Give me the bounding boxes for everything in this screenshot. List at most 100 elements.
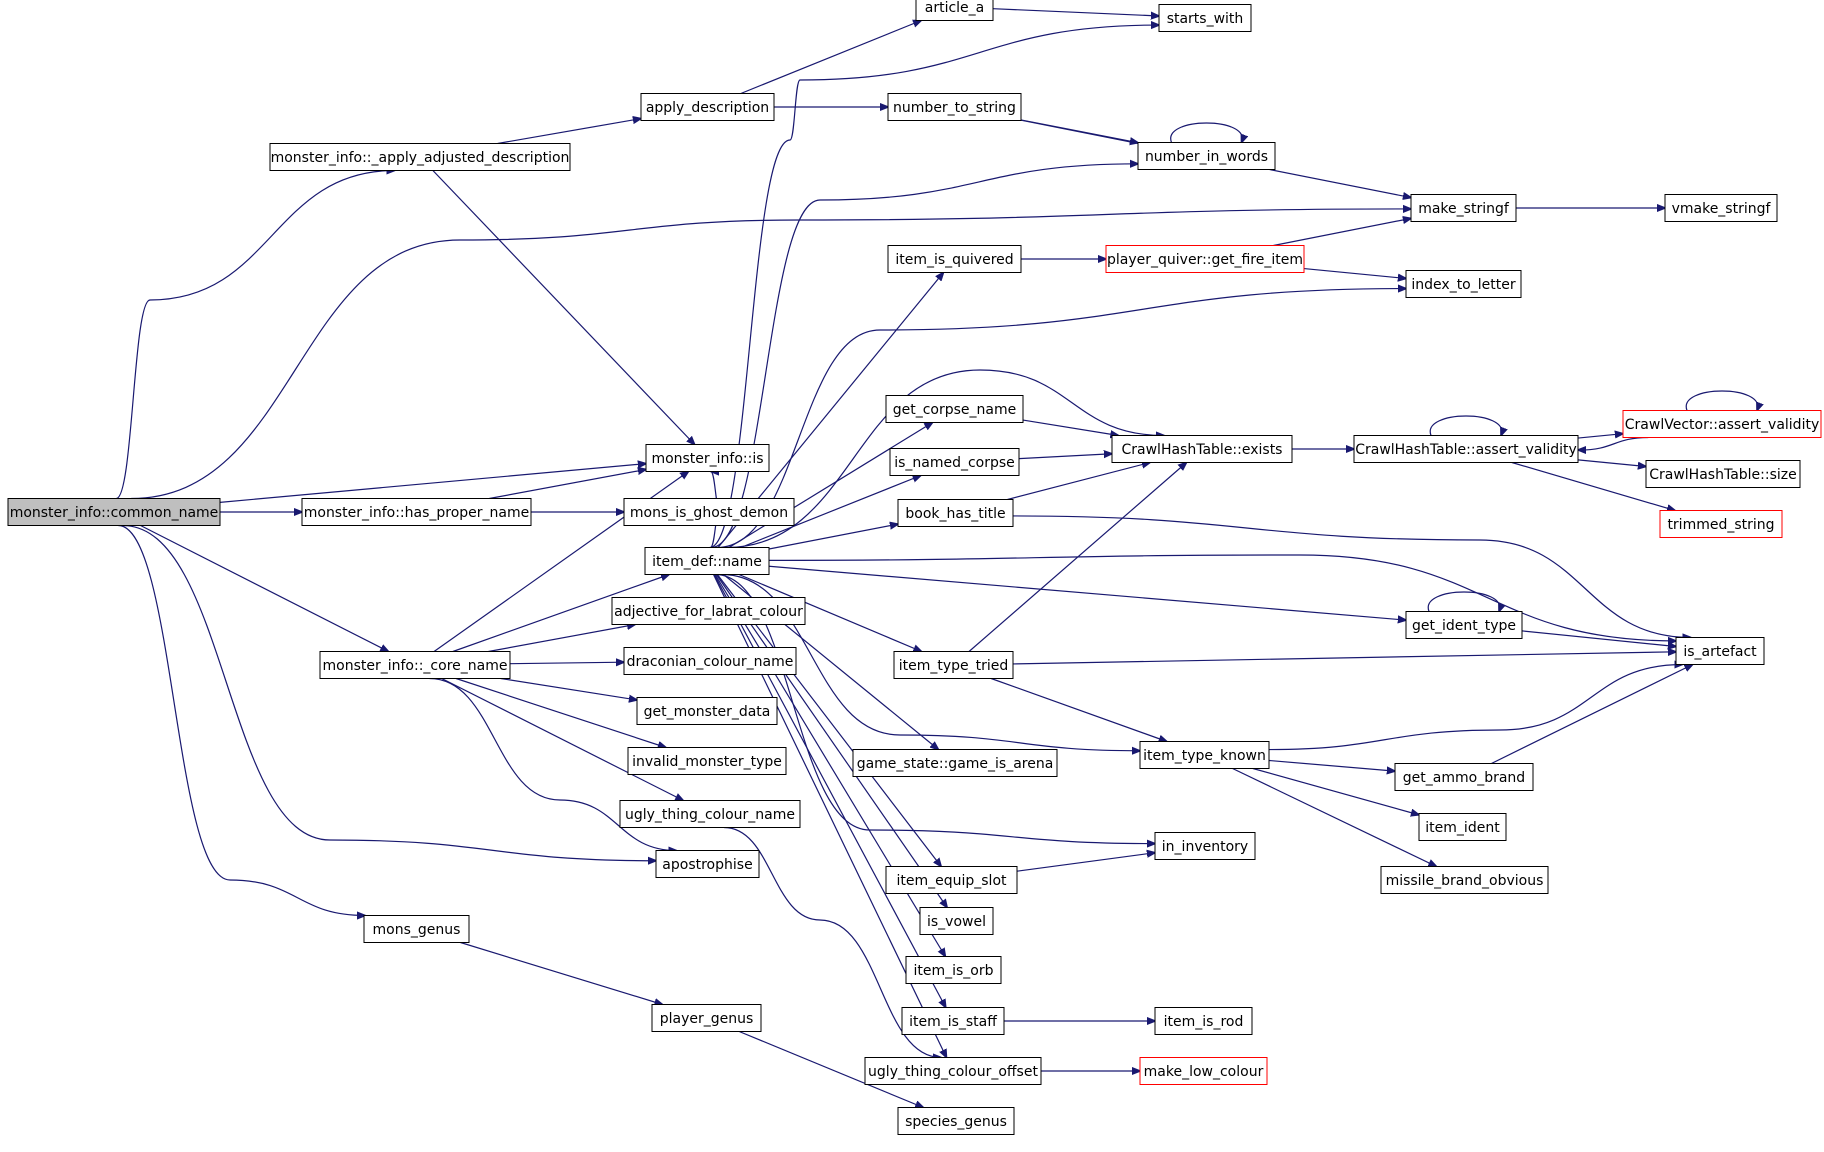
node-has_proper_name[interactable]: monster_info::has_proper_name bbox=[301, 498, 532, 526]
edge-cht_assert-to-cht_size-line bbox=[1577, 459, 1646, 467]
edge-core_name-to-invalid_mt bbox=[455, 677, 666, 748]
node-get_monster_data[interactable]: get_monster_data bbox=[636, 697, 778, 725]
node-cht_exists-label: CrawlHashTable::exists bbox=[1122, 442, 1283, 458]
edge-item_def_name-to-index_to_letter bbox=[717, 289, 1406, 549]
node-is_artefact[interactable]: is_artefact bbox=[1675, 637, 1765, 665]
node-cht_size-box bbox=[1645, 460, 1801, 488]
node-ugly_name-label: ugly_thing_colour_name bbox=[625, 807, 795, 823]
node-core_name-label: monster_info::_core_name bbox=[323, 658, 508, 674]
node-cht_size[interactable]: CrawlHashTable::size bbox=[1645, 460, 1801, 488]
node-book_has_title[interactable]: book_has_title bbox=[897, 499, 1014, 527]
node-number_in_words[interactable]: number_in_words bbox=[1137, 142, 1276, 170]
edge-item_equip_slot-to-in_inventory bbox=[1016, 853, 1155, 872]
node-game_is_arena-label: game_state::game_is_arena bbox=[857, 756, 1054, 772]
edge-book_has_title-to-cht_exists-line bbox=[1007, 463, 1150, 501]
node-player_genus-box bbox=[651, 1004, 762, 1032]
node-vmake_stringf[interactable]: vmake_stringf bbox=[1664, 194, 1778, 222]
node-get_ammo_brand[interactable]: get_ammo_brand bbox=[1394, 763, 1534, 791]
node-get_corpse_name[interactable]: get_corpse_name bbox=[885, 395, 1024, 423]
node-invalid_mt-box bbox=[627, 747, 787, 775]
edge-item_def_name-to-item_is_staff-line bbox=[713, 574, 946, 1008]
node-item_ident-box bbox=[1418, 813, 1507, 841]
edge-core_name-to-get_monster_data bbox=[500, 677, 637, 700]
edge-apply_description-to-article_a-line bbox=[740, 21, 921, 95]
node-starts_with[interactable]: starts_with bbox=[1158, 4, 1252, 32]
node-item_is_quivered[interactable]: item_is_quivered bbox=[887, 245, 1022, 273]
node-invalid_mt[interactable]: invalid_monster_type bbox=[627, 747, 787, 775]
edge-item_def_name-to-number_in_words bbox=[711, 164, 1138, 549]
edge-item_def_name-to-is_vowel bbox=[715, 574, 947, 908]
edge-get_ident_type-to-get_ident_type bbox=[1427, 591, 1500, 612]
node-player_genus[interactable]: player_genus bbox=[651, 1004, 762, 1032]
node-item_equip_slot[interactable]: item_equip_slot bbox=[885, 866, 1018, 894]
node-is_vowel[interactable]: is_vowel bbox=[919, 907, 994, 935]
node-item_is_orb[interactable]: item_is_orb bbox=[905, 956, 1002, 984]
node-make_low_colour-box bbox=[1139, 1057, 1268, 1085]
node-item_is_rod[interactable]: item_is_rod bbox=[1154, 1007, 1253, 1035]
node-apply_adjusted[interactable]: monster_info::_apply_adjusted_descriptio… bbox=[269, 143, 571, 171]
node-apostrophise-label: apostrophise bbox=[662, 857, 752, 873]
edge-get_ident_type-to-get_ident_type-line bbox=[1427, 591, 1500, 612]
edge-item_def_name-to-cht_exists-line bbox=[726, 369, 1164, 549]
edge-common_name-to-apply_adjusted bbox=[115, 171, 394, 500]
node-cht_size-label: CrawlHashTable::size bbox=[1649, 467, 1797, 483]
node-mi_is-label: monster_info::is bbox=[651, 451, 763, 467]
node-mi_is[interactable]: monster_info::is bbox=[645, 444, 770, 472]
node-item_type_tried[interactable]: item_type_tried bbox=[893, 651, 1014, 679]
node-draconian[interactable]: draconian_colour_name bbox=[623, 647, 797, 675]
node-cv_assert[interactable]: CrawlVector::assert_validity bbox=[1622, 410, 1822, 438]
node-article_a[interactable]: article_a bbox=[915, 0, 994, 21]
node-cht_assert-label: CrawlHashTable::assert_validity bbox=[1355, 442, 1577, 458]
node-item_ident[interactable]: item_ident bbox=[1418, 813, 1507, 841]
edge-item_type_known-to-is_artefact-line bbox=[1268, 665, 1682, 751]
node-number_to_string[interactable]: number_to_string bbox=[887, 93, 1022, 121]
edge-item_def_name-to-is_vowel-line bbox=[715, 574, 947, 908]
graph-edges bbox=[115, 8, 1757, 1108]
node-get_ident_type[interactable]: get_ident_type bbox=[1405, 611, 1523, 639]
edge-item_def_name-to-starts_with-line bbox=[709, 25, 1159, 549]
edge-core_name-to-invalid_mt-line bbox=[455, 677, 666, 748]
node-mons_genus[interactable]: mons_genus bbox=[363, 915, 470, 943]
node-is_vowel-label: is_vowel bbox=[927, 914, 986, 930]
node-item_def_name[interactable]: item_def::name bbox=[644, 547, 770, 575]
node-core_name[interactable]: monster_info::_core_name bbox=[319, 651, 511, 679]
node-missile_brand[interactable]: missile_brand_obvious bbox=[1380, 866, 1549, 894]
edge-apply_adjusted-to-apply_description bbox=[497, 119, 641, 145]
edge-item_def_name-to-get_ident_type-line bbox=[768, 565, 1406, 620]
node-is_named_corpse[interactable]: is_named_corpse bbox=[889, 448, 1020, 476]
edge-item_def_name-to-starts_with bbox=[709, 25, 1159, 549]
node-make_stringf-label: make_stringf bbox=[1418, 201, 1510, 217]
node-trimmed_string[interactable]: trimmed_string bbox=[1659, 510, 1783, 538]
node-get_fire_item[interactable]: player_quiver::get_fire_item bbox=[1105, 245, 1305, 273]
node-item_type_known-label: item_type_known bbox=[1143, 748, 1266, 764]
node-make_stringf[interactable]: make_stringf bbox=[1410, 194, 1517, 222]
node-in_inventory[interactable]: in_inventory bbox=[1154, 832, 1256, 860]
node-invalid_mt-label: invalid_monster_type bbox=[632, 754, 782, 770]
edge-cv_assert-to-cht_assert-line bbox=[1578, 436, 1649, 451]
node-cht_exists[interactable]: CrawlHashTable::exists bbox=[1111, 435, 1293, 463]
node-ugly_name[interactable]: ugly_thing_colour_name bbox=[619, 800, 801, 828]
node-common_name[interactable]: monster_info::common_name bbox=[7, 498, 221, 526]
node-item_def_name-box bbox=[644, 547, 770, 575]
edge-get_ammo_brand-to-is_artefact bbox=[1491, 665, 1692, 765]
node-species_genus[interactable]: species_genus bbox=[897, 1107, 1015, 1135]
node-game_is_arena[interactable]: game_state::game_is_arena bbox=[852, 749, 1058, 777]
node-labrat[interactable]: adjective_for_labrat_colour bbox=[611, 597, 806, 625]
node-make_low_colour[interactable]: make_low_colour bbox=[1139, 1057, 1268, 1085]
node-ugly_offset[interactable]: ugly_thing_colour_offset bbox=[864, 1057, 1042, 1085]
node-cht_assert[interactable]: CrawlHashTable::assert_validity bbox=[1353, 435, 1579, 463]
node-apply_description[interactable]: apply_description bbox=[640, 93, 775, 121]
edge-article_a-to-starts_with bbox=[992, 8, 1159, 16]
node-apostrophise[interactable]: apostrophise bbox=[655, 850, 760, 878]
node-item_type_known[interactable]: item_type_known bbox=[1139, 741, 1270, 769]
node-item_is_staff[interactable]: item_is_staff bbox=[901, 1007, 1005, 1035]
edge-get_fire_item-to-index_to_letter-line bbox=[1303, 267, 1406, 279]
edge-player_genus-to-species_genus-line bbox=[738, 1030, 923, 1108]
node-ghost_demon[interactable]: mons_is_ghost_demon bbox=[623, 498, 795, 526]
edge-common_name-to-mi_is bbox=[219, 464, 646, 503]
node-get_monster_data-box bbox=[636, 697, 778, 725]
edge-get_fire_item-to-make_stringf-line bbox=[1273, 218, 1411, 247]
node-index_to_letter[interactable]: index_to_letter bbox=[1405, 270, 1522, 298]
node-number_to_string-box bbox=[887, 93, 1022, 121]
